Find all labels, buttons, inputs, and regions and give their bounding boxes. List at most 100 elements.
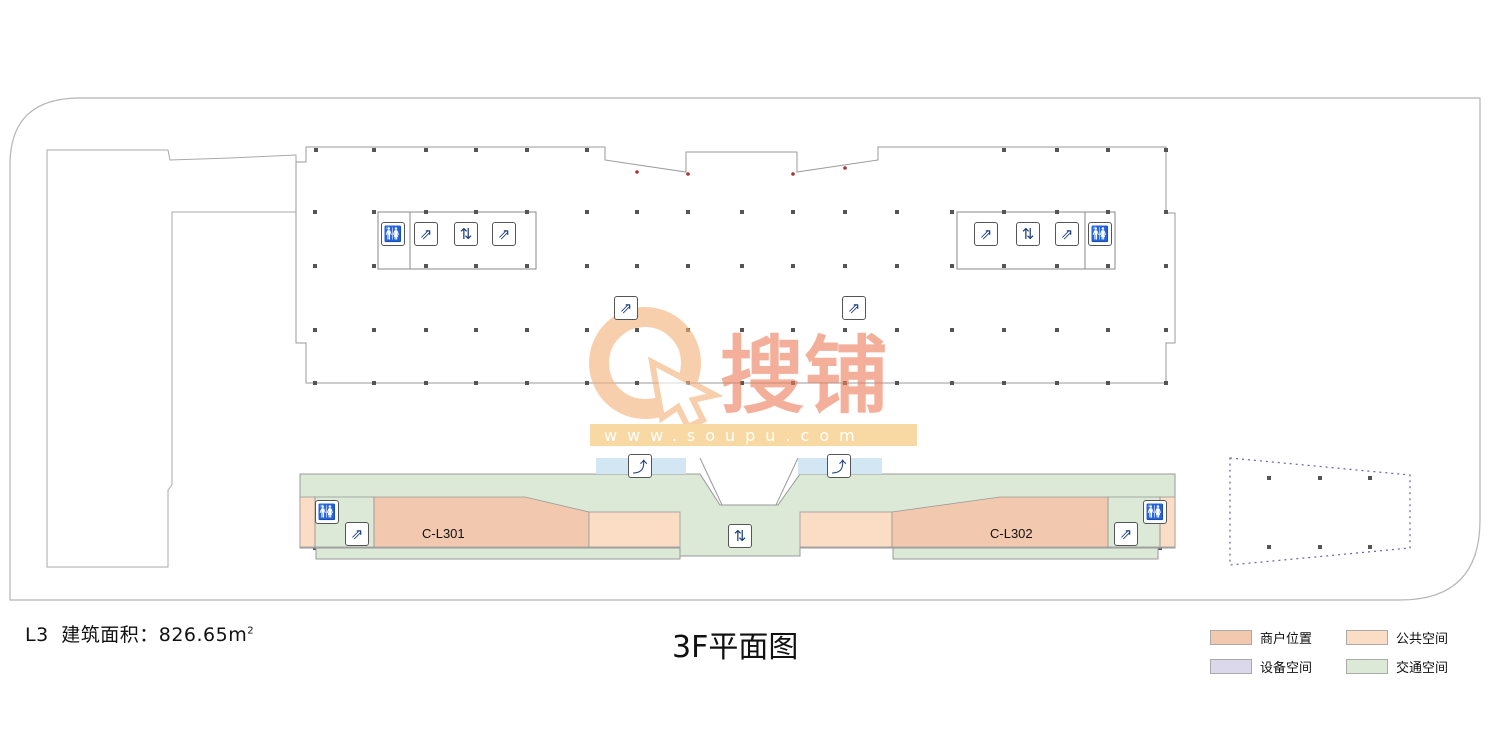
column xyxy=(895,210,899,214)
column xyxy=(585,264,589,268)
column xyxy=(635,264,639,268)
column xyxy=(791,328,795,332)
site-boundary xyxy=(9,97,1481,601)
unit-label-c-l301: C-L301 xyxy=(422,526,465,541)
column xyxy=(1002,328,1006,332)
column xyxy=(313,210,317,214)
page-title: 3F平面图 xyxy=(672,630,799,665)
column xyxy=(1106,381,1110,385)
unit-c-l301 xyxy=(373,496,590,548)
column xyxy=(635,170,639,174)
column xyxy=(474,264,478,268)
column xyxy=(314,148,318,152)
column xyxy=(1368,476,1372,480)
elevator-icon: ⇅ xyxy=(454,222,478,246)
column xyxy=(1106,328,1110,332)
area-unit-exponent: 2 xyxy=(247,625,255,637)
column xyxy=(424,148,428,152)
column xyxy=(1055,264,1059,268)
restroom-icon: 🚻 xyxy=(1088,222,1112,246)
column xyxy=(372,264,376,268)
column xyxy=(895,381,899,385)
column xyxy=(372,328,376,332)
column xyxy=(1055,328,1059,332)
stairs-icon: ⇗ xyxy=(974,222,998,246)
legend-label: 公共空间 xyxy=(1396,632,1449,647)
column xyxy=(1368,545,1372,549)
column xyxy=(950,381,954,385)
column xyxy=(1002,264,1006,268)
column xyxy=(313,264,317,268)
column xyxy=(740,328,744,332)
column xyxy=(843,381,847,385)
column xyxy=(895,328,899,332)
column xyxy=(1164,381,1168,385)
watermark-url: www.soupu.com xyxy=(604,426,865,445)
left-building xyxy=(46,149,297,568)
column xyxy=(1318,545,1322,549)
escalator-icon: ⤴ xyxy=(628,454,652,478)
watermark-logo-icon xyxy=(589,307,701,419)
legend-swatch xyxy=(1210,630,1252,645)
column xyxy=(843,210,847,214)
legend-item-traffic: 交通空间 xyxy=(1346,657,1448,676)
column xyxy=(740,264,744,268)
column xyxy=(585,381,589,385)
stairs-icon: ⇗ xyxy=(345,522,369,546)
column xyxy=(1106,148,1110,152)
area-caption: 建筑面积： xyxy=(61,624,159,646)
column xyxy=(686,210,690,214)
column xyxy=(424,210,428,214)
column xyxy=(843,328,847,332)
column xyxy=(1002,381,1006,385)
area-unit: m xyxy=(228,624,248,646)
column xyxy=(585,328,589,332)
column xyxy=(585,210,589,214)
column xyxy=(474,148,478,152)
legend-swatch xyxy=(1210,659,1252,674)
column xyxy=(635,210,639,214)
column xyxy=(686,264,690,268)
column xyxy=(791,172,795,176)
column xyxy=(474,328,478,332)
escalator-icon: ⤴ xyxy=(827,454,851,478)
column xyxy=(372,148,376,152)
column xyxy=(313,381,317,385)
public-space-left xyxy=(588,511,681,548)
column xyxy=(525,210,529,214)
legend-item-shop: 商户位置 xyxy=(1210,628,1312,647)
column xyxy=(525,148,529,152)
legend-swatch xyxy=(1346,630,1388,645)
column xyxy=(1267,545,1271,549)
column xyxy=(950,328,954,332)
watermark: 搜铺 www.soupu.com xyxy=(589,307,917,446)
legend-label: 设备空间 xyxy=(1260,661,1313,676)
stairs-icon: ⇗ xyxy=(614,296,638,320)
legend-item-public: 公共空间 xyxy=(1346,628,1448,647)
column xyxy=(1164,148,1168,152)
column xyxy=(372,381,376,385)
right-core xyxy=(956,211,1116,270)
column xyxy=(424,328,428,332)
legend-label: 商户位置 xyxy=(1260,632,1313,647)
column xyxy=(313,328,317,332)
column xyxy=(843,166,847,170)
column xyxy=(950,264,954,268)
column xyxy=(1164,210,1168,214)
area-value: 826.65 xyxy=(158,624,229,646)
column xyxy=(525,381,529,385)
level-code: L3 xyxy=(25,624,49,646)
column xyxy=(474,210,478,214)
stairs-icon: ⇗ xyxy=(1055,222,1079,246)
floor-area-label: L3 建筑面积：826.65m2 xyxy=(25,620,254,647)
column xyxy=(1055,210,1059,214)
column xyxy=(1002,210,1006,214)
column xyxy=(1055,148,1059,152)
column xyxy=(895,264,899,268)
watermark-brand: 搜铺 xyxy=(720,327,888,425)
left-core xyxy=(377,211,537,270)
stairs-icon: ⇗ xyxy=(842,296,866,320)
column xyxy=(740,381,744,385)
column xyxy=(791,210,795,214)
column xyxy=(791,381,795,385)
